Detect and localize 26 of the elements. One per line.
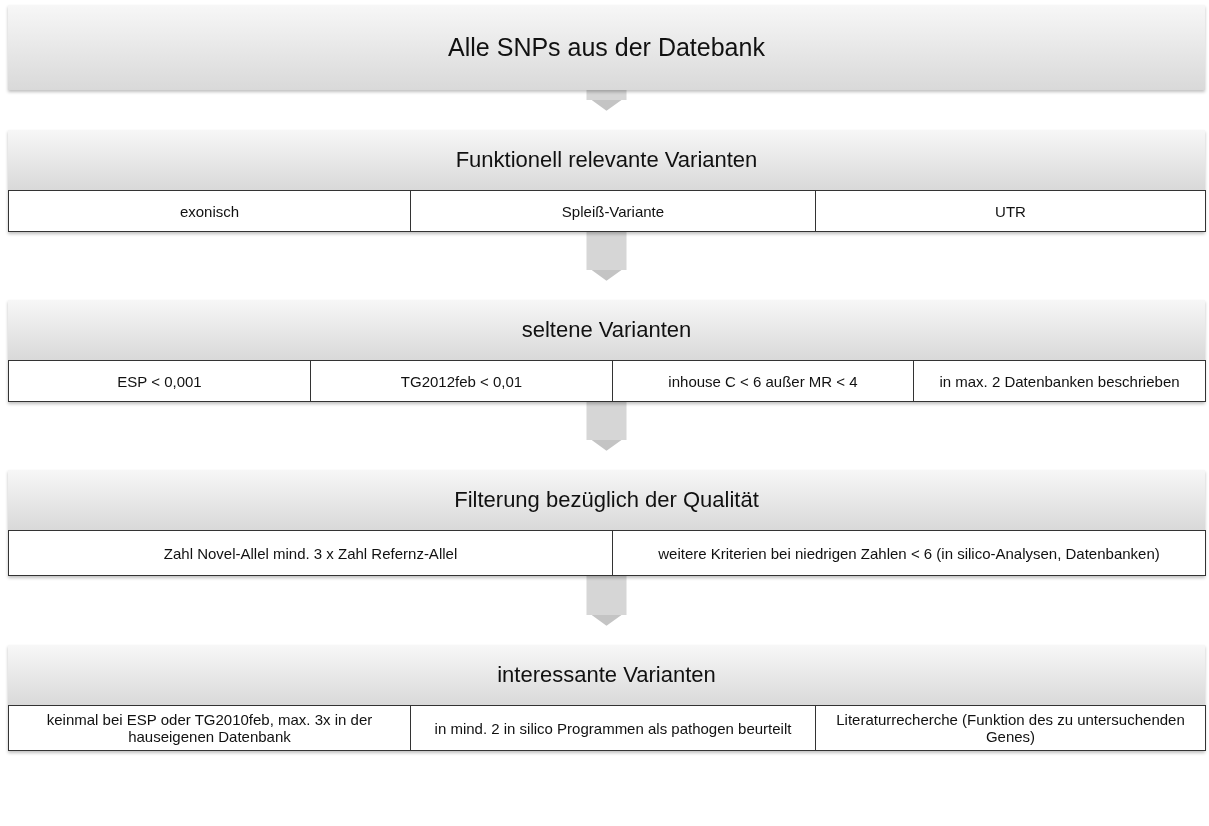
stage-band (8, 645, 1205, 751)
criterion-cell: TG2012feb < 0,01 (310, 360, 613, 402)
criterion-cell: ESP < 0,001 (8, 360, 311, 402)
criterion-cell: Zahl Novel-Allel mind. 3 x Zahl Refernz-Allel (8, 530, 613, 576)
stage-heading: interessante Varianten (497, 662, 716, 688)
stage-heading: Funktionell relevante Varianten (455, 147, 758, 173)
stage-band (8, 470, 1205, 576)
stage-heading: Alle SNPs aus der Datebank (448, 33, 765, 62)
criterion-cell: weitere Kriterien bei niedrigen Zahlen < 6 (in silico-Analysen, Datenbanken) (612, 530, 1206, 576)
criterion-cell: in max. 2 Datenbanken beschrieben (913, 360, 1206, 402)
stage-heading: seltene Varianten (521, 317, 692, 343)
stage-band (8, 5, 1205, 90)
criterion-cell: inhouse C < 6 außer MR < 4 (612, 360, 914, 402)
stage-band (8, 300, 1205, 402)
arrow (586, 232, 627, 281)
stage-band (8, 130, 1205, 232)
arrow (586, 90, 627, 111)
arrow (586, 576, 627, 626)
arrow (586, 402, 627, 451)
criterion-cell: in mind. 2 in silico Programmen als pathogen beurteilt (410, 705, 816, 751)
criterion-cell: Literaturrecherche (Funktion des zu untersuchenden Genes) (815, 705, 1206, 751)
stage-heading: Filterung bezüglich der Qualität (454, 487, 759, 513)
criterion-cell: UTR (815, 190, 1206, 232)
criterion-cell: Spleiß-Variante (410, 190, 816, 232)
criterion-cell: exonisch (8, 190, 411, 232)
criterion-cell: keinmal bei ESP oder TG2010feb, max. 3x in der hauseigenen Datenbank (8, 705, 411, 751)
